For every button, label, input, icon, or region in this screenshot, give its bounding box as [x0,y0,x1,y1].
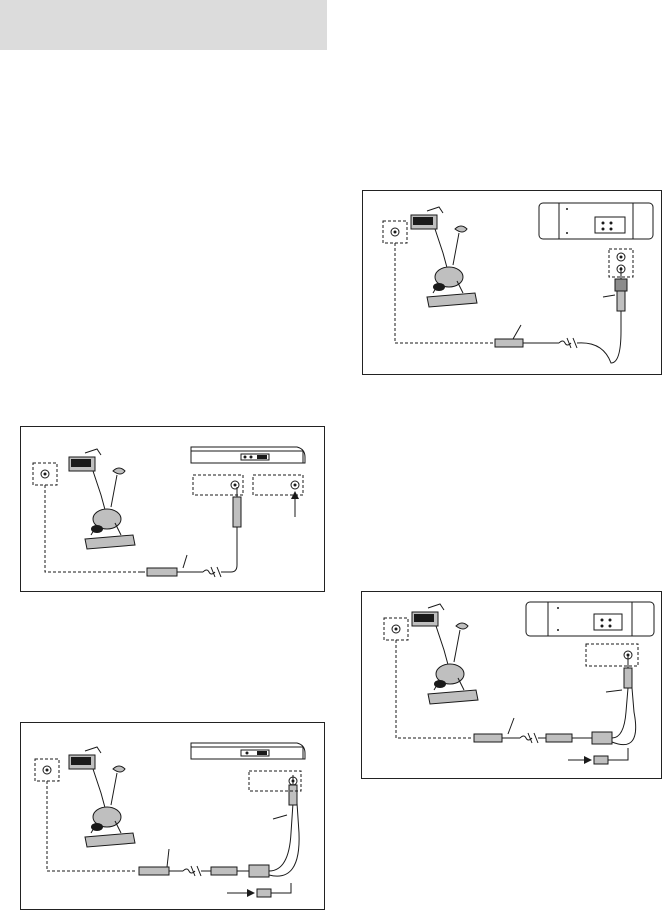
audio-plug-icon [138,866,183,876]
exercise-bike-icon [68,448,136,550]
audio-plug-icon [139,567,203,577]
figure-stereo-with-splitter [361,591,662,779]
cd-player-jack-box [192,474,304,496]
cd-player-icon [190,742,306,760]
stereo-jack-box [608,248,634,278]
arrow-icon [227,889,255,897]
stereo-icon [525,601,655,637]
bike-jack-box [382,220,408,244]
exercise-bike-icon [411,603,479,705]
cd-player-jack-box [248,770,302,792]
bike-jack-box [32,462,58,486]
bike-jack-box [34,758,60,782]
arrow-icon [568,756,592,764]
exercise-bike-icon [68,746,136,848]
figure-cd-player-with-splitter [20,722,325,910]
arrow-icon [291,491,299,517]
audio-plug-icon [494,338,559,348]
stereo-jack-box [585,643,639,667]
figure-cd-player-direct [20,426,325,592]
exercise-bike-icon [410,206,478,308]
section-header-band [0,0,327,50]
bike-jack-box [383,617,409,641]
figure-stereo-rca-adapter [362,190,662,375]
cd-player-icon [190,446,306,464]
audio-plug-icon [473,733,520,743]
stereo-icon [538,202,654,240]
